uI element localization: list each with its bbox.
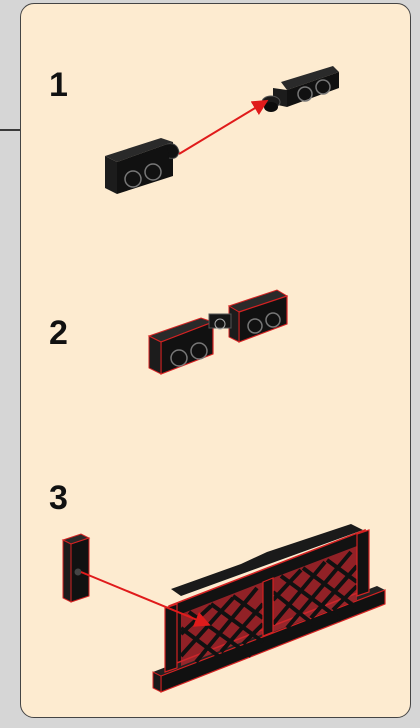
instruction-panel: 1 2 3 <box>20 3 411 718</box>
step-2-illustration <box>149 290 287 374</box>
step-1-arrow <box>179 102 265 154</box>
step-1-illustration <box>105 66 339 194</box>
page-divider-line <box>0 129 22 131</box>
step-3-illustration <box>63 524 385 692</box>
assembly-illustration <box>21 4 411 718</box>
tile-1x2-part <box>63 534 89 602</box>
assembled-hinge-right <box>229 290 287 342</box>
assembled-hinge-left <box>149 314 231 374</box>
hinge-top-part <box>262 66 339 112</box>
fence-panel-part <box>153 524 385 692</box>
hinge-bottom-part <box>105 138 179 194</box>
